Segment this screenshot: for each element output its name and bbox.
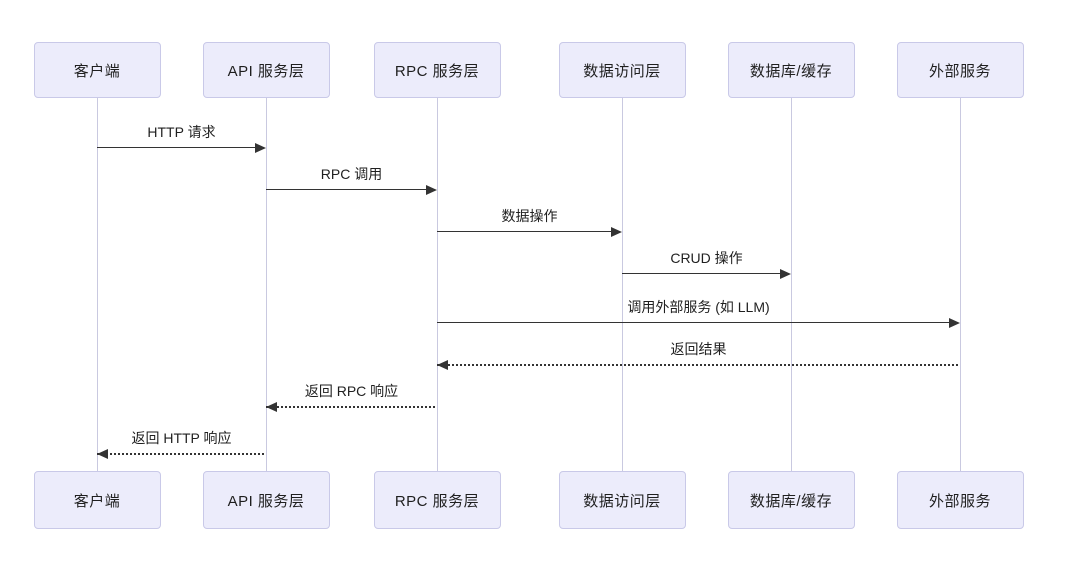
message-line-2 bbox=[266, 189, 435, 190]
message-arrowhead-8 bbox=[97, 449, 108, 459]
message-label-7: 返回 RPC 响应 bbox=[304, 383, 399, 399]
actor-db-cache-top: 数据库/缓存 bbox=[727, 42, 855, 98]
message-arrowhead-2 bbox=[426, 185, 437, 195]
actor-external-top: 外部服务 bbox=[896, 42, 1024, 98]
lifeline-api bbox=[266, 98, 267, 471]
lifeline-client bbox=[97, 98, 98, 471]
message-line-7 bbox=[266, 406, 435, 408]
actor-api-bottom: API 服务层 bbox=[202, 471, 330, 529]
lifeline-external bbox=[960, 98, 961, 471]
message-arrowhead-1 bbox=[255, 143, 266, 153]
message-label-3: 数据操作 bbox=[501, 208, 558, 224]
message-line-3 bbox=[437, 231, 620, 232]
message-line-4 bbox=[622, 273, 789, 274]
message-arrowhead-3 bbox=[611, 227, 622, 237]
message-label-4: CRUD 操作 bbox=[670, 250, 743, 266]
message-line-6 bbox=[437, 364, 958, 366]
actor-rpc-top: RPC 服务层 bbox=[373, 42, 501, 98]
message-label-2: RPC 调用 bbox=[320, 166, 383, 182]
actor-external-bottom: 外部服务 bbox=[896, 471, 1024, 529]
actor-dal-top: 数据访问层 bbox=[558, 42, 686, 98]
actor-db-cache-bottom: 数据库/缓存 bbox=[727, 471, 855, 529]
actor-client-top: 客户端 bbox=[33, 42, 161, 98]
message-arrowhead-7 bbox=[266, 402, 277, 412]
message-arrowhead-5 bbox=[949, 318, 960, 328]
message-label-6: 返回结果 bbox=[670, 341, 727, 357]
lifeline-dal bbox=[622, 98, 623, 471]
message-line-5 bbox=[437, 322, 958, 323]
message-label-5: 调用外部服务 (如 LLM) bbox=[627, 299, 770, 315]
message-arrowhead-4 bbox=[780, 269, 791, 279]
message-arrowhead-6 bbox=[437, 360, 448, 370]
lifeline-rpc bbox=[437, 98, 438, 471]
actor-client-bottom: 客户端 bbox=[33, 471, 161, 529]
message-line-1 bbox=[97, 147, 264, 148]
lifeline-db-cache bbox=[791, 98, 792, 471]
actor-rpc-bottom: RPC 服务层 bbox=[373, 471, 501, 529]
actor-api-top: API 服务层 bbox=[202, 42, 330, 98]
actor-dal-bottom: 数据访问层 bbox=[558, 471, 686, 529]
message-label-1: HTTP 请求 bbox=[147, 124, 216, 140]
message-label-8: 返回 HTTP 响应 bbox=[131, 430, 232, 446]
message-line-8 bbox=[97, 453, 264, 455]
